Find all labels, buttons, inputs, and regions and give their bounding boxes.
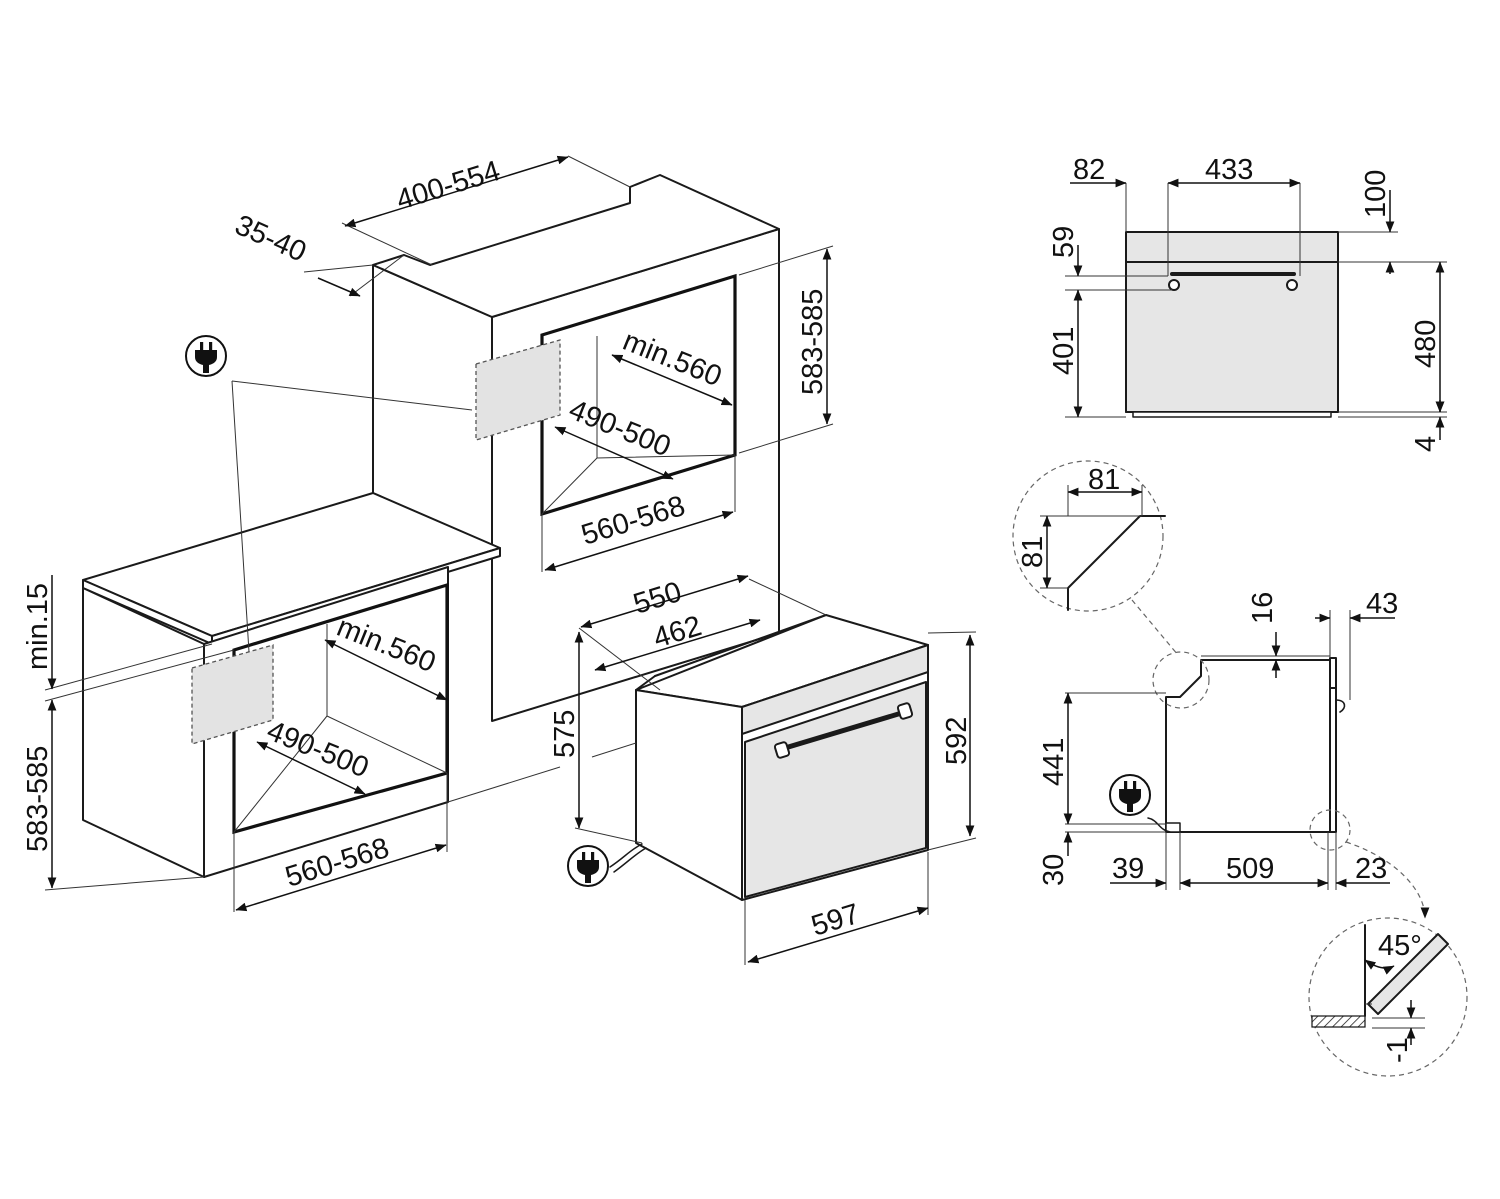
label-597: 597 [808, 898, 864, 943]
label-59: 59 [1048, 226, 1080, 258]
label-441: 441 [1038, 738, 1070, 786]
power-plug-icon [185, 335, 227, 377]
label-583-585-upper: 583-585 [797, 289, 829, 395]
label-400-554: 400-554 [393, 155, 504, 217]
label-575: 575 [549, 710, 581, 758]
socket-zone-lower [191, 644, 274, 745]
label-433: 433 [1205, 154, 1253, 186]
detail-angle: 45° -1 [1308, 917, 1468, 1077]
label-100: 100 [1360, 170, 1392, 218]
label-509: 509 [1226, 853, 1274, 885]
label-23: 23 [1355, 853, 1387, 885]
extension-lines [44, 155, 977, 965]
power-plug-icon [567, 845, 609, 887]
label-4: 4 [1410, 436, 1442, 452]
side-view [1065, 610, 1430, 919]
detail-chamfer: 81 81 [1012, 460, 1179, 656]
front-view [1065, 183, 1447, 418]
label-minus1: -1 [1382, 1037, 1414, 1063]
label-45deg: 45° [1378, 930, 1422, 962]
side-view-labels: 16 43 441 30 39 509 23 [1038, 588, 1398, 886]
label-16: 16 [1247, 592, 1279, 624]
label-480: 480 [1410, 320, 1442, 368]
base-cabinet [82, 492, 501, 878]
label-81-horizontal: 81 [1088, 464, 1120, 496]
oven-isometric [609, 614, 929, 901]
front-view-labels: 82 433 100 59 401 480 4 [1048, 154, 1442, 452]
label-35-40: 35-40 [230, 209, 311, 268]
label-81-vertical: 81 [1017, 536, 1049, 568]
label-43: 43 [1366, 588, 1398, 620]
label-401: 401 [1048, 327, 1080, 375]
dim-400-554 [344, 155, 569, 228]
label-39: 39 [1112, 853, 1144, 885]
socket-zone-upper [475, 339, 561, 441]
label-82: 82 [1073, 154, 1105, 186]
iso-dimensions [47, 155, 975, 964]
power-plug-icon [1109, 774, 1151, 816]
label-583-585-lower: 583-585 [22, 746, 54, 852]
label-592: 592 [941, 717, 973, 765]
label-min15: min.15 [22, 583, 54, 670]
side-view-dimensions [1063, 613, 1395, 888]
front-view-dimensions [1070, 178, 1445, 440]
label-30: 30 [1038, 854, 1070, 886]
